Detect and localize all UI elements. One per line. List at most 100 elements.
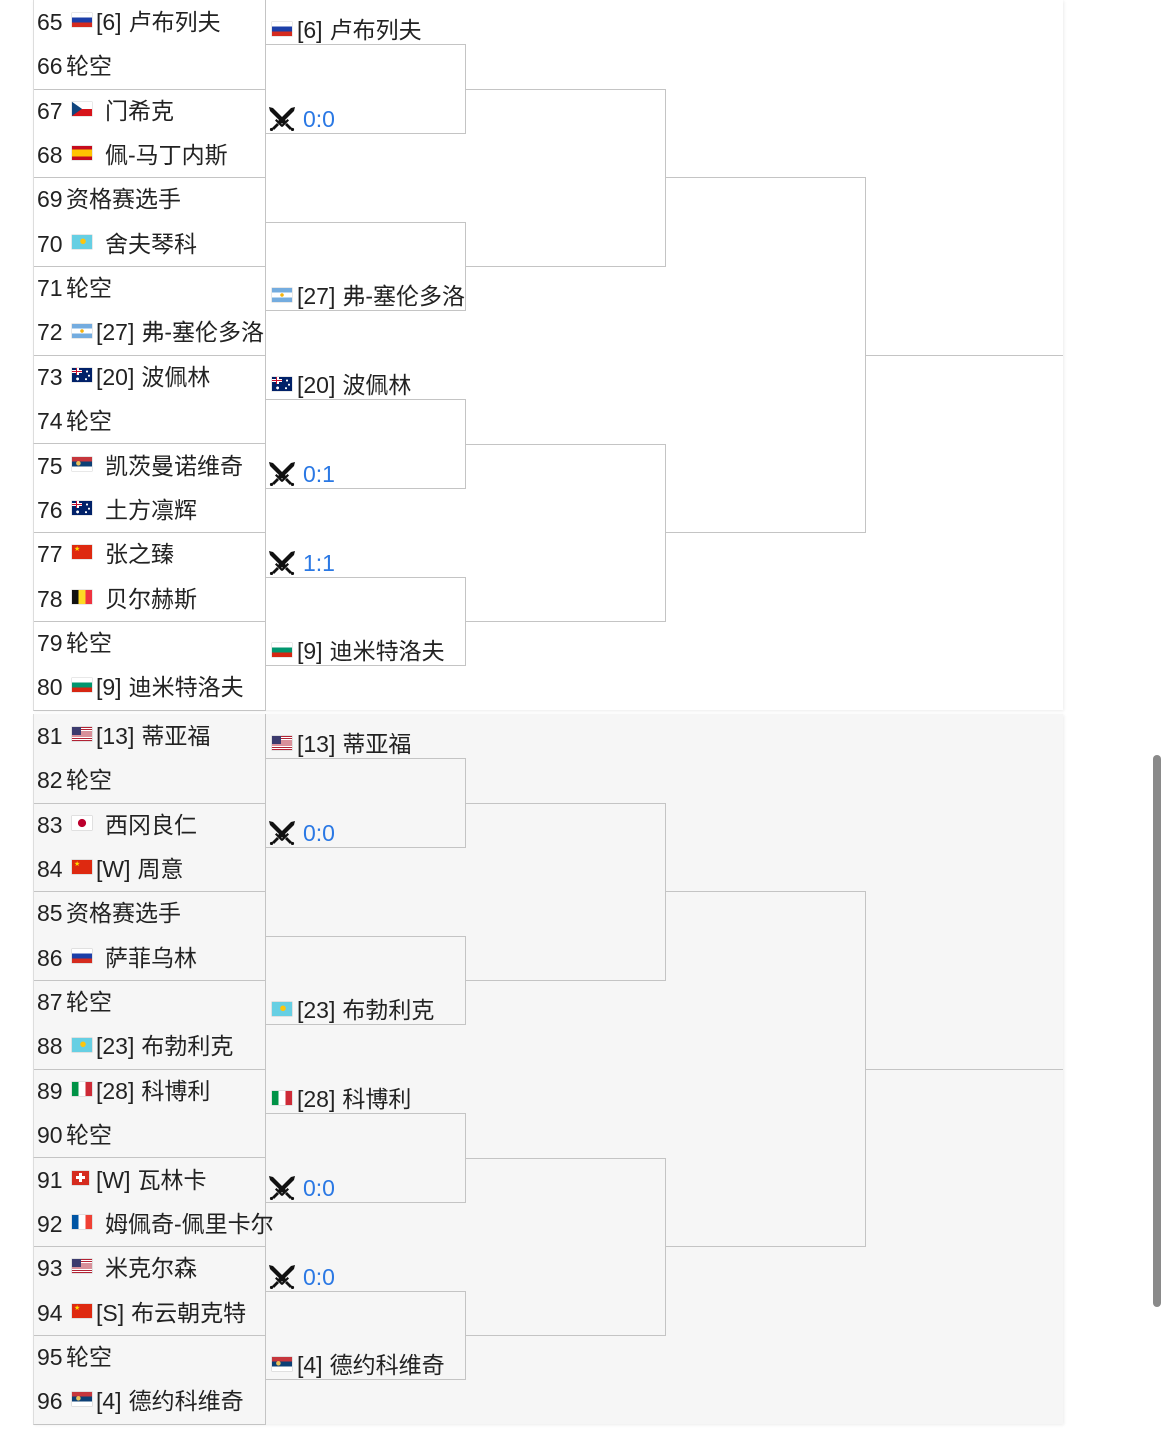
player-label: [28]科博利 [297, 1085, 411, 1113]
player-label: 土方凛辉 [105, 488, 197, 532]
draw-row: 96[4]德约科维奇 [33, 1379, 265, 1423]
scrollbar[interactable] [1153, 755, 1161, 1307]
player-name: 科博利 [141, 1077, 211, 1104]
draw-position-number: 65 [37, 9, 63, 35]
usa-flag [72, 1259, 92, 1274]
crossed-swords-icon[interactable] [268, 821, 296, 846]
player-label: [4]德约科维奇 [96, 1379, 244, 1423]
player-name: 周意 [137, 856, 184, 883]
player-label: 轮空 [66, 980, 112, 1024]
player-label: [6]卢布列夫 [96, 0, 221, 44]
player-label: [W]周意 [96, 847, 184, 891]
match-score-link[interactable]: 0:1 [265, 460, 465, 488]
draw-row: 77张之臻 [33, 532, 265, 576]
draw-position-number: 69 [37, 186, 63, 213]
bulgaria-flag [272, 643, 292, 658]
player-seed: [9] [297, 638, 323, 665]
player-seed: [20] [96, 363, 135, 390]
draw-position-number: 76 [37, 496, 63, 523]
player-name: 弗-塞伦多洛 [141, 319, 265, 346]
draw-position-number: 87 [37, 989, 63, 1016]
draw-position-number: 73 [37, 363, 63, 390]
player-label: 凯茨曼诺维奇 [105, 444, 243, 488]
player-seed: [28] [96, 1077, 135, 1104]
draw-row: 84 [W]周意 [33, 847, 265, 891]
round4-match-box [665, 891, 866, 1248]
round3-match-box [465, 802, 666, 982]
player-label: [27]弗-塞伦多洛 [96, 310, 264, 354]
russia-flag [72, 948, 92, 963]
match-score[interactable]: 0:0 [303, 1174, 335, 1201]
player-label: [23]布勃利克 [297, 996, 434, 1024]
player-seed: [6] [297, 17, 323, 44]
crossed-swords-icon[interactable] [268, 1264, 296, 1289]
draw-position-number: 75 [37, 452, 63, 479]
draw-position-number: 84 [37, 856, 63, 883]
player-name: 佩-马丁内斯 [105, 142, 228, 169]
draw-position-number: 85 [37, 900, 63, 927]
match-score-link[interactable]: 0:0 [265, 1174, 465, 1202]
italy-flag [272, 1091, 292, 1106]
match-score[interactable]: 0:1 [303, 460, 335, 487]
player-seed: [4] [96, 1388, 122, 1415]
spain-flag [72, 146, 92, 161]
player-name: 轮空 [66, 1122, 112, 1149]
player-seed: [4] [297, 1352, 323, 1379]
draw-position-number: 78 [37, 585, 63, 612]
match-score[interactable]: 0:0 [303, 106, 335, 133]
round2-slot: [6]卢布列夫 [265, 16, 465, 44]
belgium-flag [72, 589, 92, 604]
match-score-link[interactable]: 1:1 [265, 549, 465, 577]
france-flag [72, 1215, 92, 1230]
kazakhstan-flag [72, 1037, 92, 1052]
player-name: 凯茨曼诺维奇 [105, 452, 243, 479]
round2-slot: [27]弗-塞伦多洛 [265, 282, 465, 310]
match-score-link[interactable]: 0:0 [265, 105, 465, 133]
usa-flag [72, 727, 92, 742]
draw-row: 75 凯茨曼诺维奇 [33, 444, 265, 488]
japan-flag [72, 815, 92, 830]
bulgaria-flag [72, 678, 92, 693]
match-score[interactable]: 1:1 [303, 549, 335, 576]
match-score-link[interactable]: 0:0 [265, 819, 465, 847]
match-score-link[interactable]: 0:0 [265, 1263, 465, 1291]
crossed-swords-icon[interactable] [268, 461, 296, 486]
china-flag [72, 1303, 92, 1318]
player-name: 贝尔赫斯 [105, 585, 197, 612]
draw-position-number: 94 [37, 1299, 63, 1326]
crossed-swords-icon[interactable] [268, 107, 296, 132]
match-score[interactable]: 0:0 [303, 1263, 335, 1290]
player-seed: [20] [297, 372, 336, 399]
round2-slot: [20]波佩林 [265, 371, 465, 399]
crossed-swords-icon[interactable] [268, 1175, 296, 1200]
match-score[interactable]: 0:0 [303, 820, 335, 847]
player-name: 西冈良仁 [105, 811, 197, 838]
argentina-flag [272, 288, 292, 303]
player-seed: [6] [96, 9, 122, 35]
player-seed: [23] [96, 1033, 135, 1060]
round2-slot: [9]迪米特洛夫 [265, 637, 465, 665]
draw-position-number: 79 [37, 629, 63, 656]
draw-position-number: 72 [37, 319, 63, 346]
player-name: 资格赛选手 [66, 186, 181, 213]
draw-position-number: 88 [37, 1033, 63, 1060]
draw-position-number: 95 [37, 1343, 63, 1370]
player-label: 轮空 [66, 1335, 112, 1379]
player-name: 科博利 [342, 1086, 412, 1113]
round5-connector-line [865, 354, 1063, 356]
player-seed: [27] [96, 319, 135, 346]
player-seed: [23] [297, 997, 336, 1024]
player-label: [28]科博利 [96, 1069, 210, 1113]
player-name: 蒂亚福 [141, 723, 211, 749]
player-label: [4]德约科维奇 [297, 1351, 445, 1379]
player-label: 贝尔赫斯 [105, 577, 197, 621]
draw-section-bottom: 81[13]蒂亚福82轮空83西冈良仁84[W]周意85资格赛选手86萨菲乌林8… [33, 714, 1063, 1425]
crossed-swords-icon[interactable] [268, 550, 296, 575]
player-label: 轮空 [66, 399, 112, 443]
